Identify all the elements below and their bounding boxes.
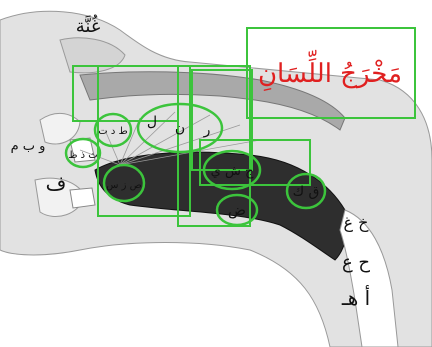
label-lam: ل — [147, 114, 157, 130]
label-ha-ayn: ح ع — [342, 252, 370, 273]
ellipse-jim-shin-ya — [202, 149, 262, 191]
region-box-back — [199, 139, 311, 186]
title-box — [246, 27, 416, 119]
ellipse-ta-dal-taa — [93, 112, 133, 148]
region-box-tip — [177, 65, 251, 227]
label-ra: ر — [203, 122, 211, 138]
ellipse-lam-nun-ra — [136, 102, 224, 154]
label-alif-ha: أ هـ — [341, 285, 370, 310]
label-nun: ن — [175, 120, 185, 136]
ellipse-qaf-kaf — [285, 172, 327, 210]
label-ghunna: غُنَّة — [76, 14, 101, 37]
label-sad-zay-sin: ص ز س — [106, 180, 141, 191]
region-ellipses — [64, 102, 327, 227]
label-ta-dal-taa: ط د ت — [98, 126, 127, 137]
label-dad: ض — [228, 201, 246, 219]
region-box-mid — [97, 65, 191, 217]
upper-lip — [39, 113, 81, 145]
tongue-shape — [94, 151, 348, 261]
label-qaf-kaf: ق ك — [293, 184, 320, 200]
label-jim-shin-ya: ج ش ي — [211, 164, 254, 179]
throat-channel — [339, 209, 399, 347]
ellipse-sad-zay-sin — [102, 163, 146, 203]
label-f: ف — [46, 171, 67, 195]
label-tha-dhal-za: ث ذ ظ — [68, 150, 97, 161]
ellipse-tha-dhal-za — [64, 137, 102, 169]
label-kha-ghayn: خ غ — [344, 213, 370, 233]
region-box-center — [191, 69, 253, 171]
ellipse-dad — [215, 193, 259, 227]
diagram-title: مَخْرَجُ اللِّسَانِ — [258, 49, 402, 91]
lower-teeth — [69, 187, 96, 209]
region-boxes — [72, 27, 416, 227]
palate-shape — [79, 71, 346, 131]
nose-shape — [59, 37, 126, 74]
label-wbm: و ب م — [11, 139, 46, 154]
